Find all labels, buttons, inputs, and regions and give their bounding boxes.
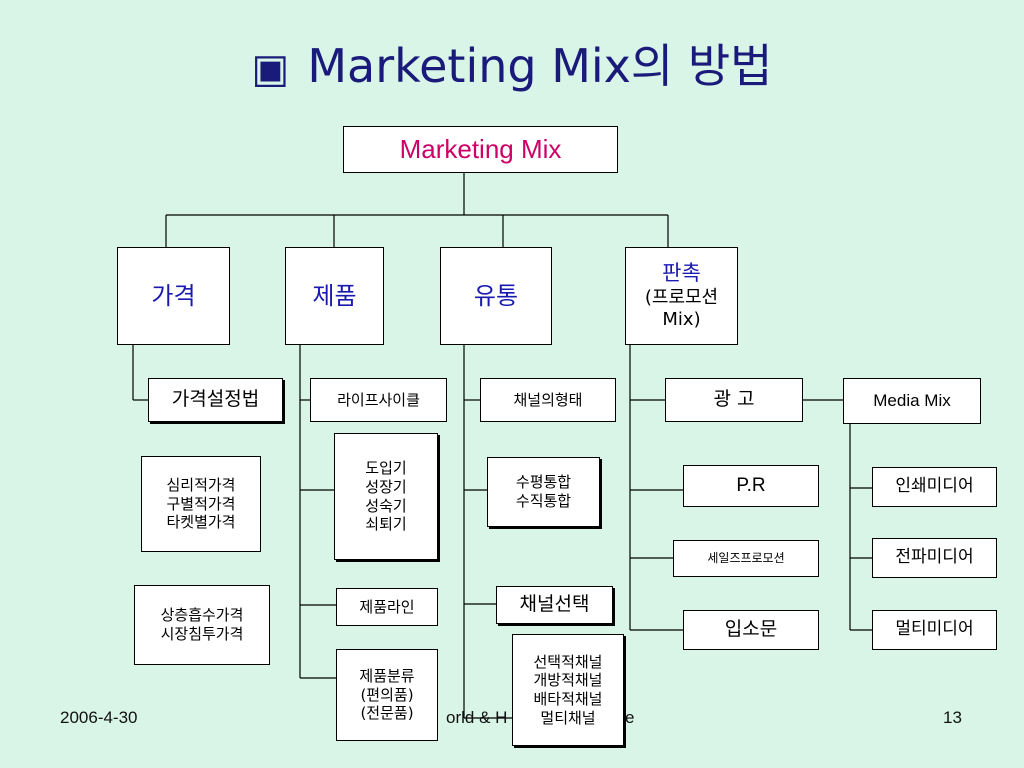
node-product-label: 제품 [312, 282, 357, 310]
product-stage-item: 성장기 [365, 477, 407, 496]
promo-pr-label: P.R [736, 475, 766, 497]
price-group2-box: 상층흡수가격 시장침투가격 [134, 585, 270, 665]
node-product: 제품 [285, 247, 384, 345]
media-print-box: 인쇄미디어 [872, 467, 997, 507]
product-line-box: 제품라인 [336, 588, 438, 626]
place-channel-item: 배타적채널 [533, 690, 603, 708]
product-classification-box: 제품분류 (편의품) (전문품) [336, 649, 438, 741]
root-node: Marketing Mix [343, 126, 618, 173]
node-price: 가격 [117, 247, 230, 345]
place-integration-item: 수평통합 [515, 473, 572, 492]
media-broadcast-label: 전파미디어 [895, 547, 974, 568]
product-lifecycle-box: 라이프사이클 [310, 378, 447, 422]
footer-center-text: orld & H [446, 708, 508, 727]
media-print-label: 인쇄미디어 [895, 476, 974, 497]
product-stage-item: 도입기 [365, 459, 407, 477]
media-mix-box: Media Mix [843, 378, 981, 424]
price-method-box: 가격설정법 [148, 378, 283, 422]
node-promotion-sub2: Mix) [662, 309, 701, 331]
price-group1-item: 구별적가격 [166, 494, 236, 513]
product-stages-box: 도입기 성장기 성숙기 쇠퇴기 [334, 433, 438, 560]
place-channel-item: 개방적채널 [533, 671, 603, 690]
place-channel-type-box: 채널의형태 [480, 378, 616, 422]
place-integration-box: 수평통합 수직통합 [487, 457, 600, 527]
node-promotion-sub1: (프로모션 [644, 286, 719, 308]
media-multi-box: 멀티미디어 [872, 610, 997, 650]
place-channels-box: 선택적채널 개방적채널 배타적채널 멀티채널 [512, 634, 624, 746]
promo-pr-box: P.R [683, 465, 819, 507]
product-class-item: (전문품) [360, 704, 414, 723]
price-method-label: 가격설정법 [171, 388, 260, 411]
promo-sales-box: 세일즈프로모션 [673, 540, 819, 577]
square-bullet-icon: ▣ [251, 46, 290, 92]
footer-page-number: 13 [943, 708, 962, 727]
promo-wom-label: 입소문 [724, 618, 778, 641]
footer-center-tail: e [625, 708, 635, 727]
price-group1-item: 심리적가격 [166, 475, 236, 494]
node-place-label: 유통 [473, 282, 519, 310]
page-title: ▣ Marketing Mix의 방법 [0, 30, 1024, 96]
footer-date: 2006-4-30 [60, 708, 138, 727]
product-lifecycle-label: 라이프사이클 [337, 390, 420, 409]
price-group1-item: 타켓별가격 [166, 513, 236, 532]
place-channel-item: 선택적채널 [533, 652, 603, 671]
page-title-text: Marketing Mix의 방법 [307, 39, 773, 93]
node-place: 유통 [440, 247, 552, 345]
promo-ad-label: 광 고 [713, 388, 755, 411]
product-class-item: (편의품) [360, 685, 414, 704]
place-channel-select-label: 채널선택 [519, 593, 590, 616]
node-promotion: 판촉 (프로모션 Mix) [625, 247, 738, 345]
place-integration-item: 수직통합 [515, 492, 572, 510]
place-channel-item: 멀티채널 [540, 708, 596, 727]
node-price-label: 가격 [151, 282, 196, 310]
root-node-label: Marketing Mix [399, 134, 562, 165]
promo-wom-box: 입소문 [683, 610, 819, 650]
media-mix-label: Media Mix [873, 391, 951, 411]
product-stage-item: 성숙기 [365, 496, 407, 515]
product-class-item: 제품분류 [359, 666, 415, 685]
media-broadcast-box: 전파미디어 [872, 538, 997, 578]
place-channel-type-label: 채널의형태 [513, 390, 583, 409]
promo-sales-label: 세일즈프로모션 [707, 551, 785, 565]
price-group2-item: 시장침투가격 [160, 625, 244, 643]
place-channel-select-box: 채널선택 [496, 586, 613, 624]
node-promotion-label: 판촉 [662, 261, 701, 286]
promo-ad-box: 광 고 [665, 378, 803, 422]
price-group1-box: 심리적가격 구별적가격 타켓별가격 [141, 456, 261, 552]
product-line-label: 제품라인 [359, 597, 415, 616]
product-stage-item: 쇠퇴기 [365, 515, 407, 534]
price-group2-item: 상층흡수가격 [160, 606, 244, 625]
media-multi-label: 멀티미디어 [895, 619, 974, 640]
